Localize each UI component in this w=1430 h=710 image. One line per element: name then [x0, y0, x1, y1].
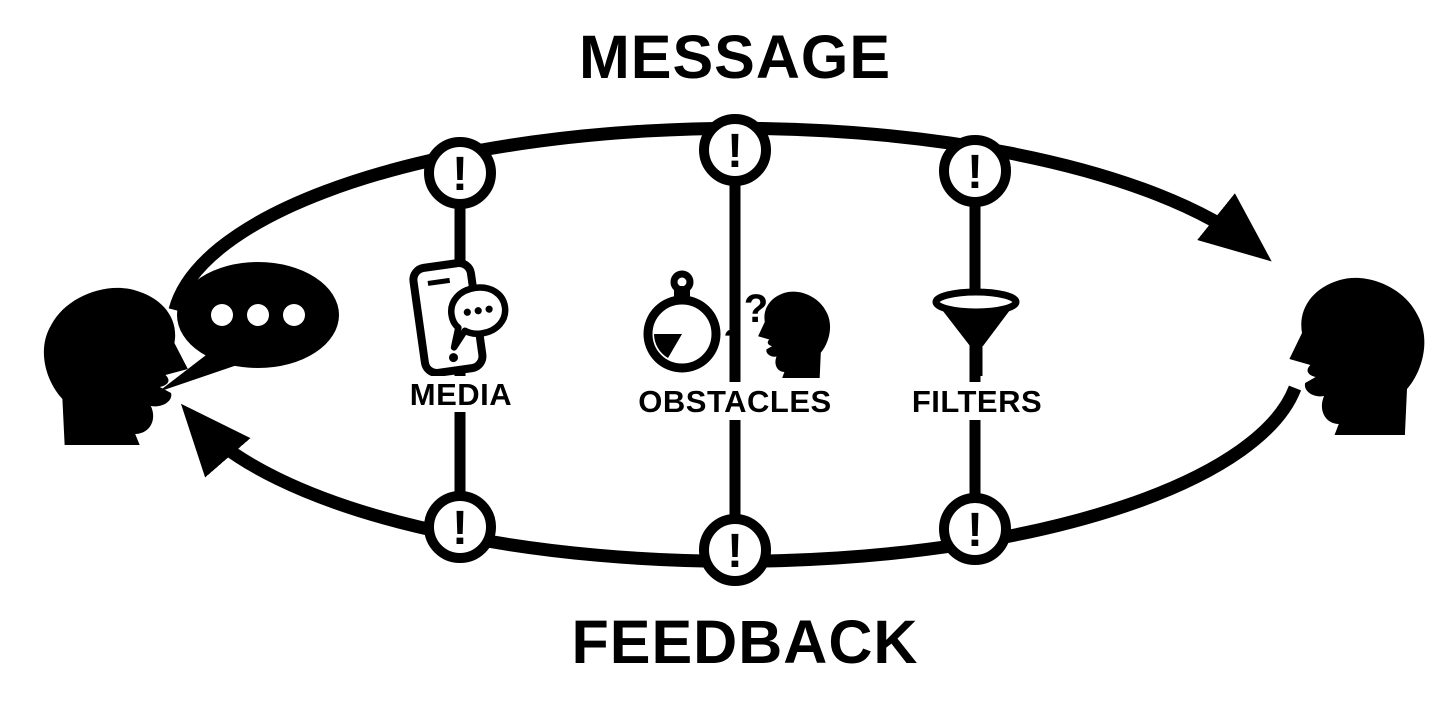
confused-head-icon: ? ? ? [724, 287, 831, 378]
exclamation-marker-icon [424, 491, 496, 563]
stopwatch-icon [643, 270, 721, 373]
exclamation-marker-icon [699, 114, 771, 186]
ellipsis-dots-bubble-icon [158, 262, 339, 392]
filters-label-backdrop [906, 382, 1048, 420]
ellipsis-dot [211, 304, 233, 326]
media-label: MEDIA [410, 377, 512, 412]
stopwatch-button [674, 286, 690, 298]
node-labels: MEDIA OBSTACLES FILTERS [406, 376, 1048, 420]
phone-home-button [448, 353, 458, 363]
phone-earpiece [427, 277, 451, 286]
exclamation-mark: ! [967, 504, 983, 557]
filters-label: FILTERS [912, 384, 1042, 419]
question-mark: ? [744, 287, 768, 331]
feedback-flow-arrow [180, 385, 1302, 568]
question-mark: ? [724, 324, 742, 357]
exclamation-mark: ! [727, 525, 743, 578]
exclamation-mark: ! [452, 502, 468, 555]
exclamation-marker-icon [939, 135, 1011, 207]
chat-dot [463, 308, 471, 316]
funnel-stem [969, 340, 983, 376]
exclamation-marker-icon [699, 514, 771, 586]
media-label-backdrop [406, 376, 516, 412]
phone-chat-bubble [448, 284, 509, 351]
exclamation-mark: ! [452, 148, 468, 201]
chat-dot [485, 305, 493, 313]
funnel-mouth [932, 288, 1020, 316]
exclamation-marker-icon [939, 493, 1011, 565]
feedback-title: FEEDBACK [572, 608, 919, 676]
funnel-icon [932, 288, 1020, 376]
message-flow-arrow [168, 121, 1272, 312]
chat-dot [474, 307, 482, 315]
noise-markers: ! ! ! ! ! ! [424, 114, 1011, 586]
stopwatch-elapsed-wedge [654, 334, 682, 358]
listening-head-icon [1289, 277, 1425, 435]
question-mark-inverse: ? [785, 318, 811, 365]
exclamation-marker-icon [424, 137, 496, 209]
obstacles-label: OBSTACLES [638, 384, 831, 419]
exclamation-mark: ! [727, 125, 743, 178]
obstacles-label-backdrop [638, 382, 832, 420]
speaking-head-icon [43, 287, 188, 445]
smartphone-chat-icon [409, 259, 509, 377]
ellipsis-dot [247, 304, 269, 326]
exclamation-mark: ! [967, 146, 983, 199]
ellipsis-dot [283, 304, 305, 326]
message-title: MESSAGE [579, 23, 891, 91]
